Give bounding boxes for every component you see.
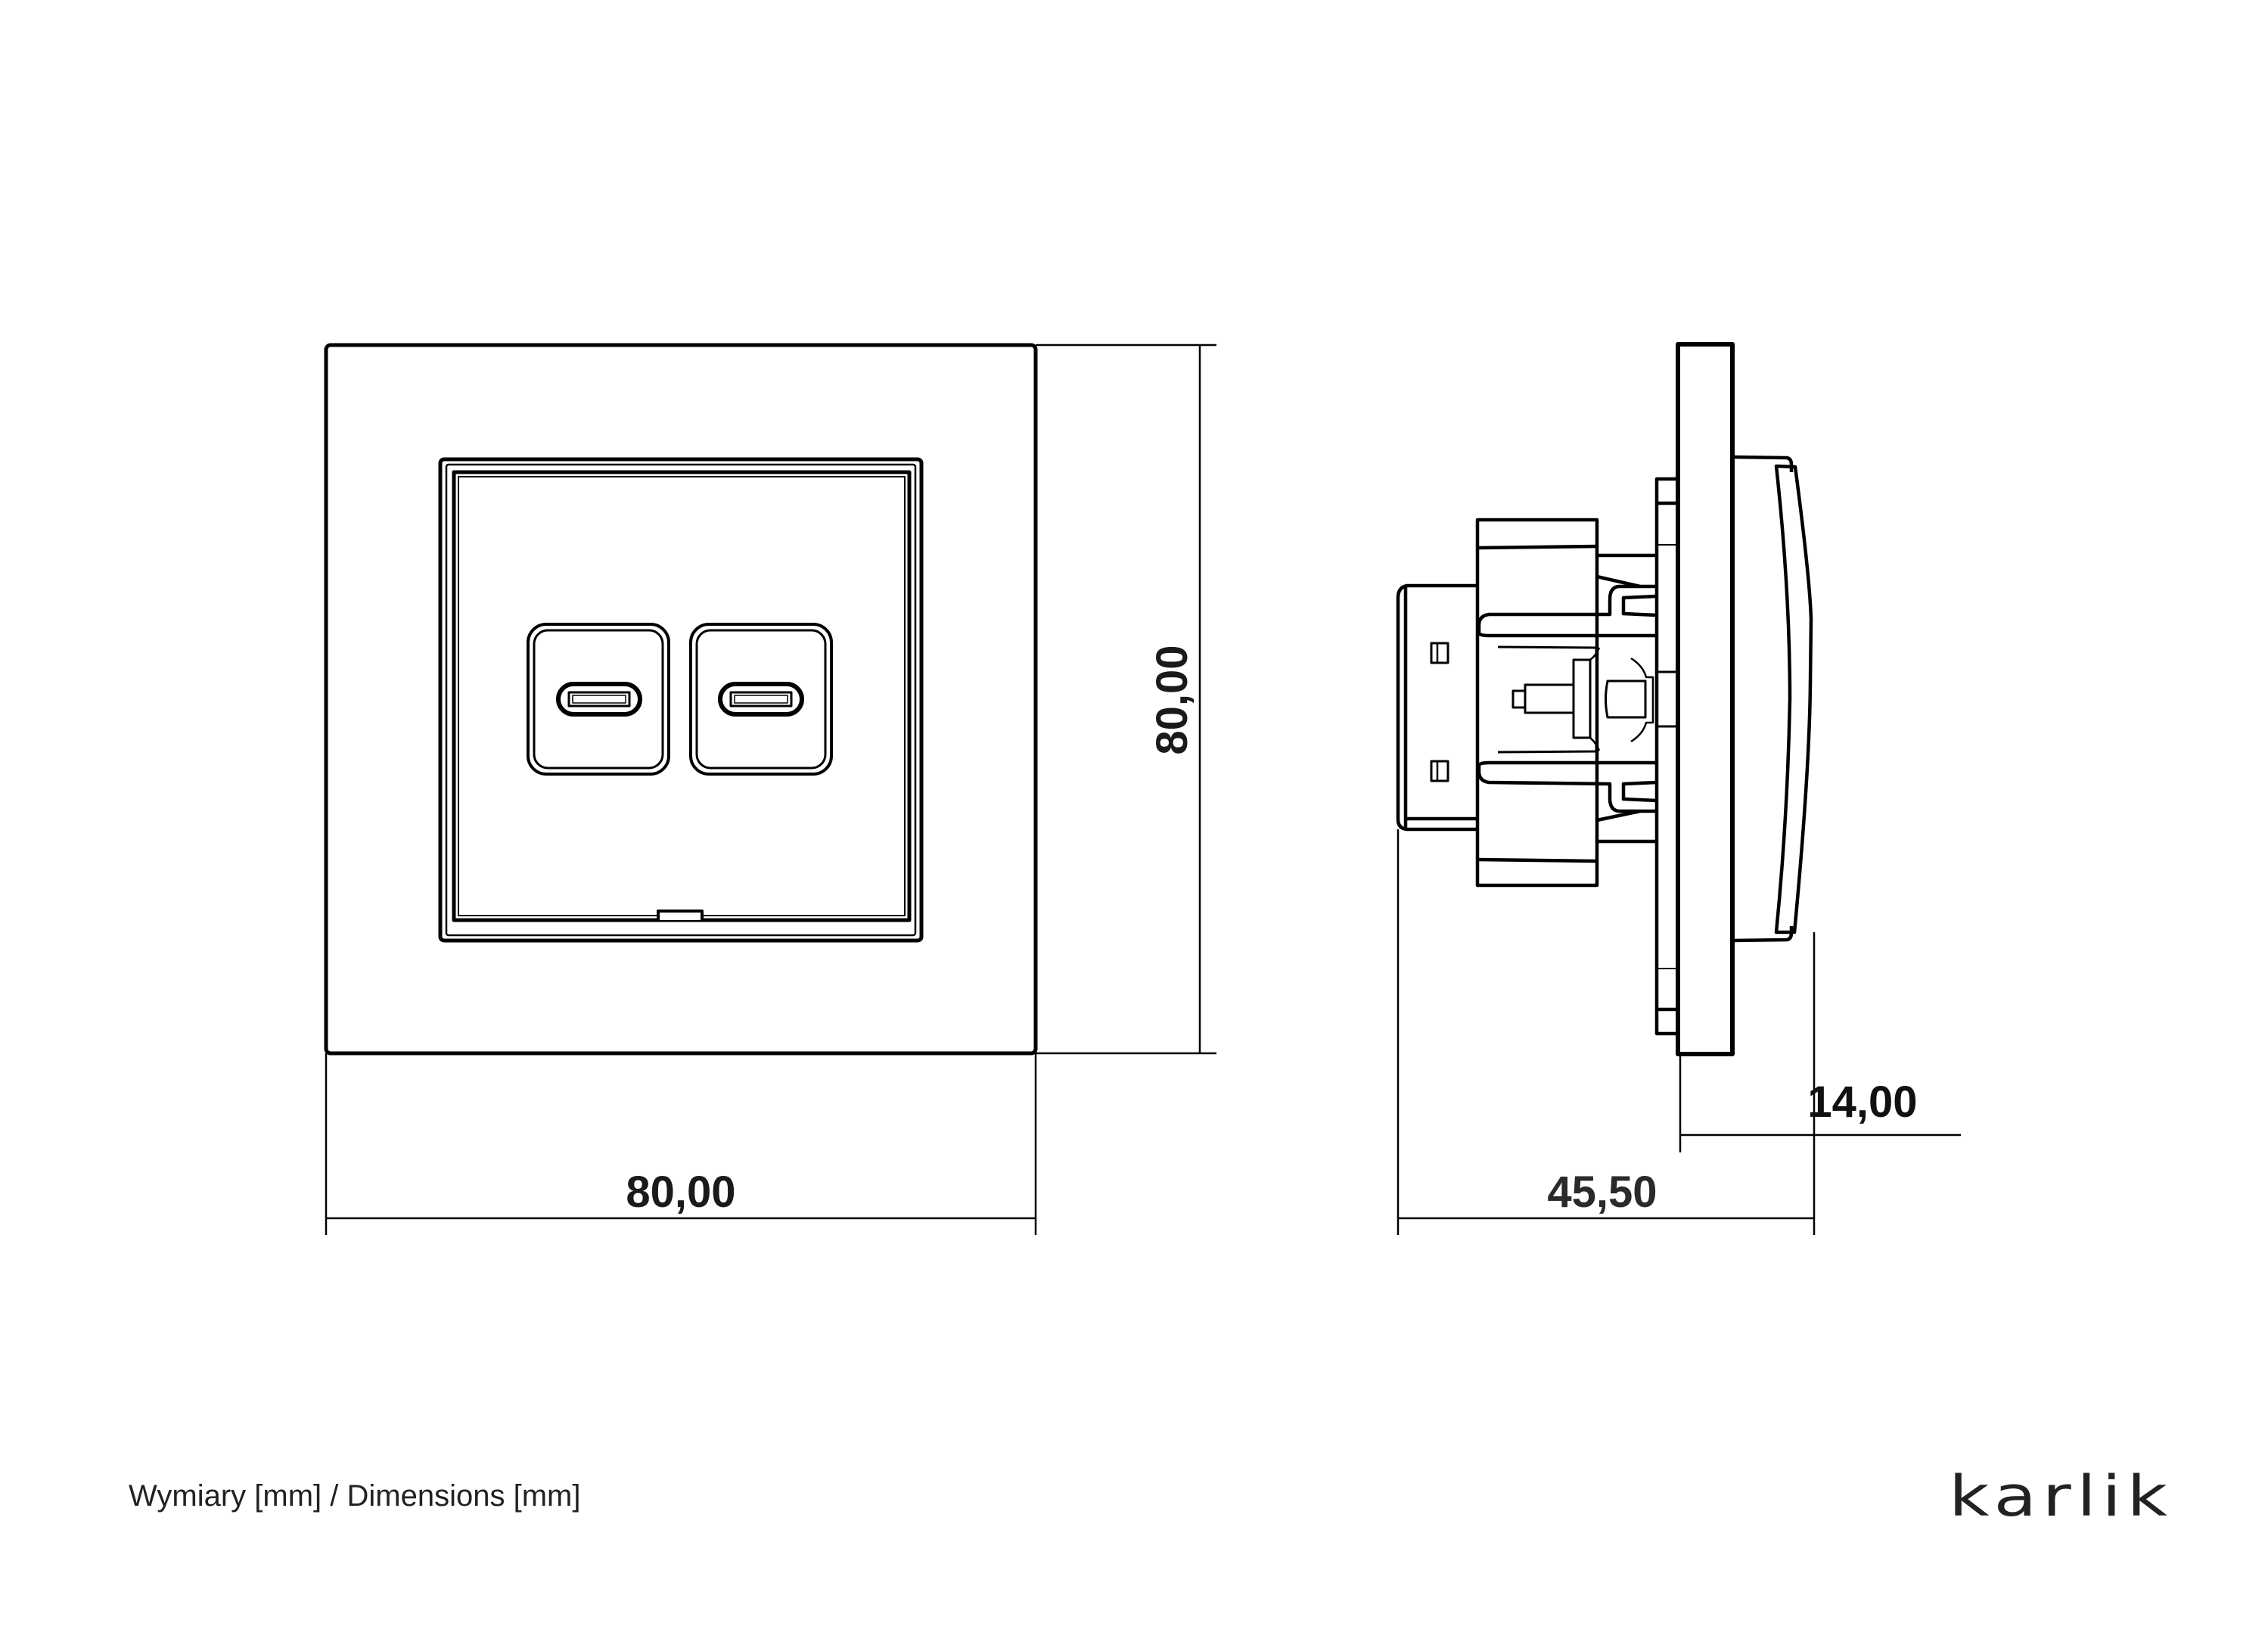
dimension-front-width: 80,00 bbox=[626, 1168, 736, 1217]
side-back-connector bbox=[1396, 583, 1477, 832]
front-insert-face bbox=[452, 470, 912, 922]
side-front-face bbox=[1774, 464, 1813, 934]
dimension-front-height: 80,00 bbox=[1148, 645, 1197, 755]
usb-c-port-1 bbox=[527, 623, 670, 776]
dimension-side-plate-offset: 14,00 bbox=[1807, 1077, 1918, 1127]
terminal-window bbox=[1430, 642, 1449, 664]
dimension-side-depth: 45,50 bbox=[1547, 1168, 1658, 1217]
side-flange bbox=[1654, 477, 1680, 1036]
dimensions-caption: Wymiary [mm] / Dimensions [mm] bbox=[129, 1479, 581, 1513]
front-insert-frame bbox=[438, 457, 924, 943]
side-plunger bbox=[1524, 683, 1575, 714]
front-cover-plate bbox=[324, 343, 1038, 1056]
brand-logo: karlik bbox=[1949, 1464, 2173, 1529]
side-plunger-head bbox=[1572, 658, 1592, 739]
side-clip-top bbox=[1477, 584, 1657, 638]
usb-c-icon bbox=[718, 682, 804, 717]
side-body-block bbox=[1475, 518, 1599, 888]
terminal-window bbox=[1430, 760, 1449, 782]
side-view bbox=[1396, 342, 1813, 1056]
front-view bbox=[324, 343, 1038, 1056]
front-dimension-lines bbox=[325, 344, 1216, 1235]
side-dimension-lines bbox=[1397, 829, 1961, 1235]
side-cover-plate bbox=[1676, 342, 1735, 1056]
front-insert-notch bbox=[657, 910, 704, 920]
usb-c-icon bbox=[556, 682, 642, 717]
usb-c-port-2 bbox=[689, 623, 833, 776]
side-clip-bottom bbox=[1477, 760, 1657, 813]
